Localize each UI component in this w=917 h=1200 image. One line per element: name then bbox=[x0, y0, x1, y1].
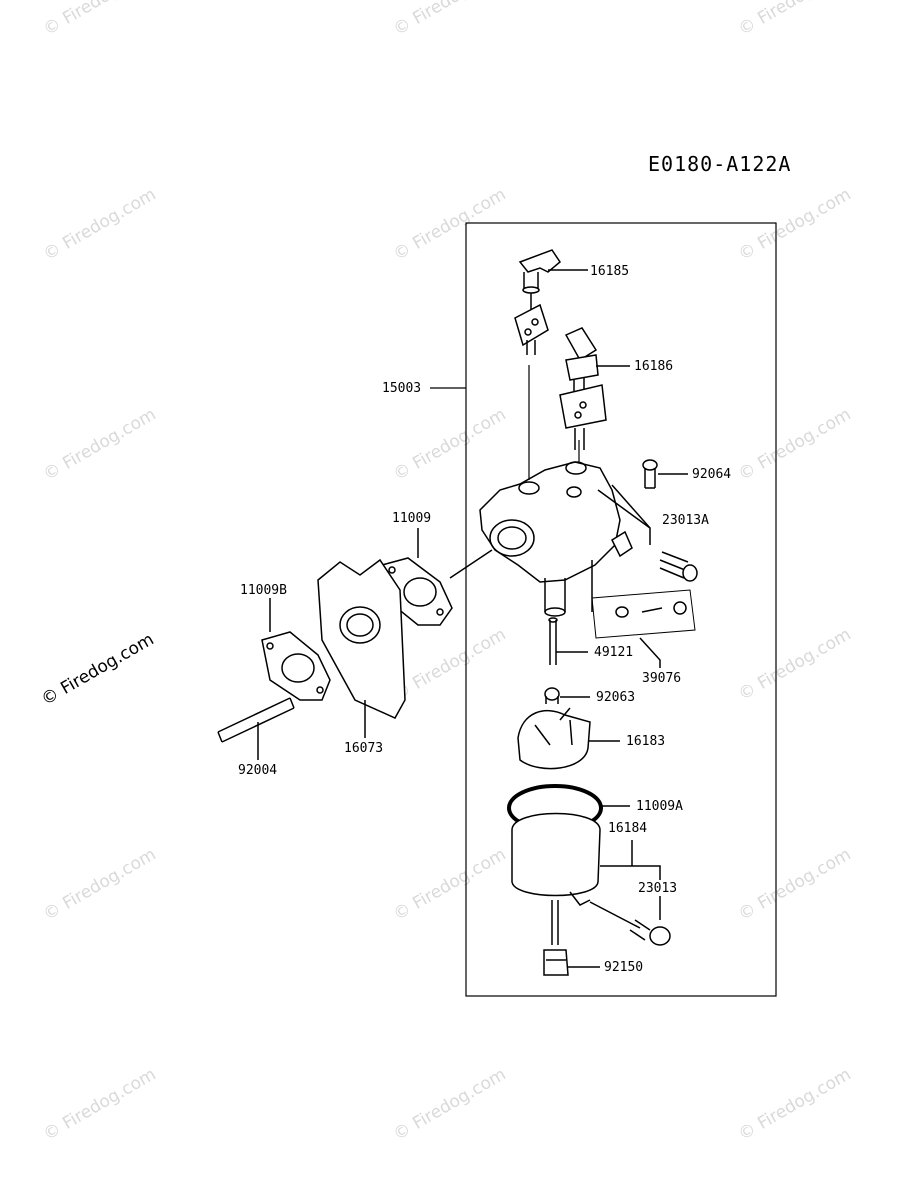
float-16183-part bbox=[517, 707, 591, 770]
jet-92063-part bbox=[544, 687, 560, 704]
choke-shaft-part bbox=[514, 249, 561, 355]
part-label-15003: 15003 bbox=[382, 381, 421, 396]
part-label-16183: 16183 bbox=[626, 734, 665, 749]
part-label-92063: 92063 bbox=[596, 690, 635, 705]
part-label-11009b: 11009B bbox=[240, 583, 287, 598]
part-label-11009a: 11009A bbox=[636, 799, 683, 814]
diagram-code: E0180-A122A bbox=[648, 152, 792, 176]
screw-23013-part bbox=[589, 901, 671, 946]
part-label-92004: 92004 bbox=[238, 763, 277, 778]
screw-92064-part bbox=[642, 459, 658, 489]
part-label-16184: 16184 bbox=[608, 821, 647, 836]
insulator-16073-part bbox=[317, 558, 406, 719]
stud-92004-part bbox=[217, 697, 295, 743]
screw-23013a-part bbox=[659, 551, 698, 582]
part-label-92064: 92064 bbox=[692, 467, 731, 482]
bolt-92150-part bbox=[543, 900, 569, 976]
assembly-frame bbox=[465, 222, 777, 997]
part-label-23013a: 23013A bbox=[662, 513, 709, 528]
jet-set-39076-part bbox=[591, 589, 696, 639]
part-label-39076: 39076 bbox=[642, 671, 681, 686]
needle-49121-part bbox=[548, 617, 558, 665]
part-label-16186: 16186 bbox=[634, 359, 673, 374]
part-label-92150: 92150 bbox=[604, 960, 643, 975]
float-bowl-16184-part bbox=[511, 812, 601, 906]
throttle-shaft-part bbox=[559, 327, 607, 450]
part-label-16073: 16073 bbox=[344, 741, 383, 756]
carburetor-body-part bbox=[479, 461, 633, 617]
part-label-11009: 11009 bbox=[392, 511, 431, 526]
part-label-49121: 49121 bbox=[594, 645, 633, 660]
gasket-11009b-part bbox=[261, 631, 331, 701]
part-label-16185: 16185 bbox=[590, 264, 629, 279]
part-label-23013: 23013 bbox=[638, 881, 677, 896]
